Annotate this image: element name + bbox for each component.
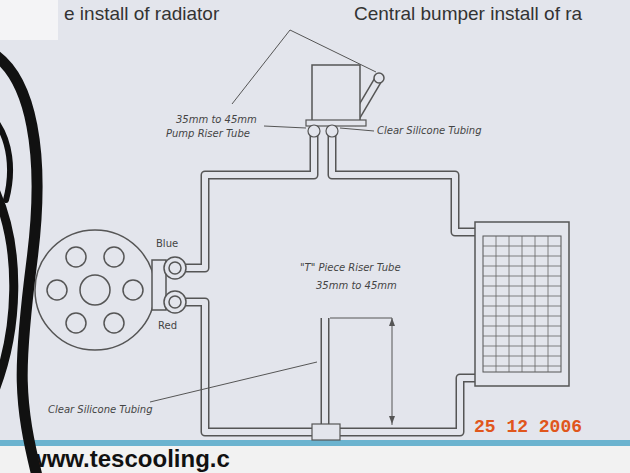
pump-fitting [326,125,338,137]
waterblock [35,230,186,350]
bag-glare [0,0,58,40]
leader-line [150,362,317,402]
leader-line [340,128,374,131]
t-piece [312,424,340,440]
dimension-line [232,30,376,104]
part-label: Pump Riser Tube [166,128,250,139]
port-label: Red [158,320,177,331]
heading: Central bumper install of ra [354,4,582,25]
part-label: Clear Silicone Tubing [48,404,153,415]
port-label: Blue [156,238,178,249]
dimension-arrow [389,318,395,424]
footer-url: www.tescooling.c [28,446,230,472]
footer-ground [0,446,630,473]
dimension-label: 35mm to 45mm [176,114,257,125]
pump-fitting [308,125,320,137]
date-stamp: 25 12 2006 [474,418,582,438]
radiator-core [483,236,561,372]
part-label: Clear Silicone Tubing [377,125,482,136]
part-label: "T" Piece Riser Tube [300,262,401,273]
radiator-fins [483,236,561,372]
cable [0,55,38,473]
pump-body [312,65,360,121]
leader-line [264,126,306,128]
radiator [475,222,569,386]
dimension-label: 35mm to 45mm [316,280,397,291]
riser-tube-end [374,73,384,83]
heading: e install of radiator [64,4,219,25]
dimension-line [330,318,392,425]
